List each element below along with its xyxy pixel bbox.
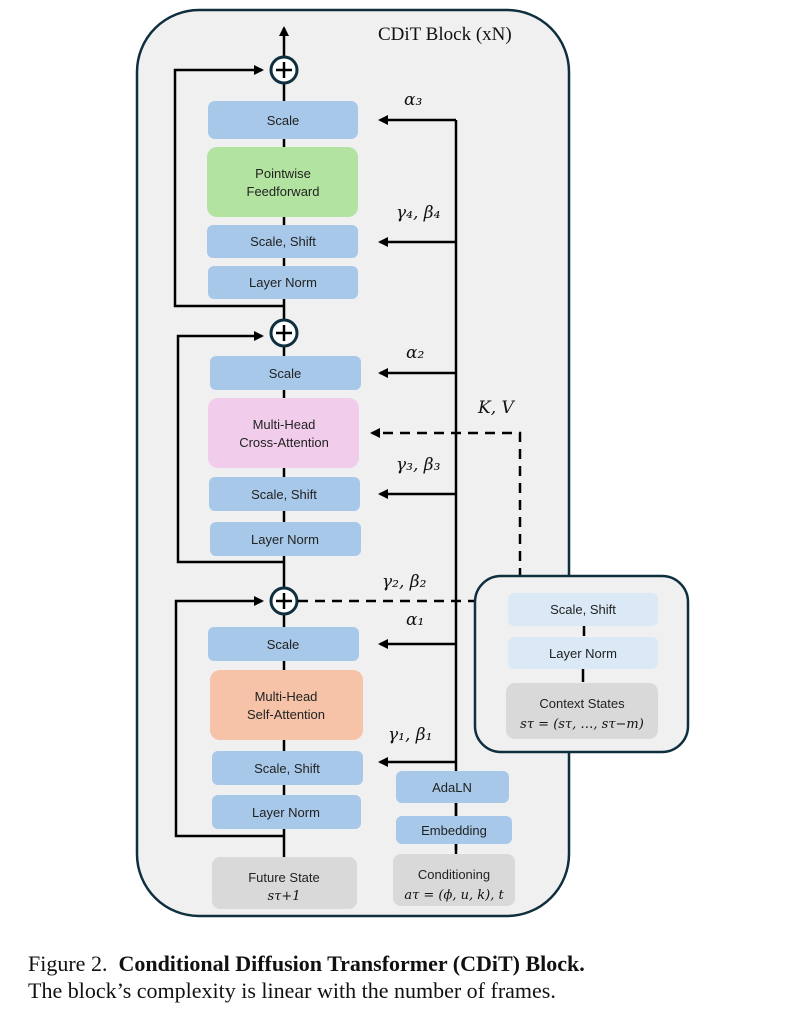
gamma2-beta2-label: γ₂, β₂ [382, 572, 427, 592]
self-attn-scale-shift-box: Scale, Shift [212, 751, 363, 785]
add-node-1 [269, 586, 299, 616]
residual-path-2 [176, 331, 284, 564]
cross-attn-layer-norm-box: Layer Norm [210, 522, 361, 556]
gamma4-beta4-label: γ₄, β₄ [396, 203, 441, 223]
svg-text:Scale, Shift: Scale, Shift [251, 487, 317, 502]
conditioning-box: Conditioning aτ = (ϕ, u, k), t [393, 854, 515, 906]
svg-text:Layer Norm: Layer Norm [249, 275, 317, 290]
svg-text:Layer Norm: Layer Norm [251, 532, 319, 547]
self-attn-layer-norm-box: Layer Norm [212, 795, 361, 829]
caption-title: Conditional Diffusion Transformer (CDiT)… [118, 951, 585, 976]
svg-text:Embedding: Embedding [421, 823, 487, 838]
block-title: CDiT Block (xN) [378, 24, 512, 45]
svg-text:sτ+1: sτ+1 [267, 889, 300, 904]
svg-text:Multi-Head: Multi-Head [255, 689, 318, 704]
alpha1-label: α₁ [406, 610, 424, 630]
svg-text:Scale, Shift: Scale, Shift [254, 761, 320, 776]
svg-text:Conditioning: Conditioning [418, 867, 490, 882]
cross-attn-scale-box: Scale [210, 356, 361, 390]
svg-text:Cross-Attention: Cross-Attention [239, 435, 329, 450]
cdit-block-diagram: CDiT Block (xN) Scale Pointwise Fe [135, 8, 690, 918]
svg-text:Scale, Shift: Scale, Shift [250, 234, 316, 249]
context-scale-shift-box: Scale, Shift [508, 593, 658, 626]
alpha3-label: α₃ [404, 90, 422, 110]
residual-path-3 [173, 65, 284, 308]
caption-body: The block’s complexity is linear with th… [28, 978, 556, 1003]
svg-text:AdaLN: AdaLN [432, 780, 472, 795]
figure-caption: Figure 2. Conditional Diffusion Transfor… [28, 950, 788, 1004]
add-node-2 [269, 318, 299, 348]
svg-text:aτ = (ϕ, u, k), t: aτ = (ϕ, u, k), t [404, 888, 504, 903]
context-layer-norm-box: Layer Norm [508, 637, 658, 669]
svg-text:Scale, Shift: Scale, Shift [550, 602, 616, 617]
gamma3-beta3-label: γ₃, β₃ [396, 455, 441, 475]
kv-label: K, V [477, 398, 516, 418]
svg-text:Context States: Context States [539, 696, 625, 711]
caption-prefix: Figure 2. [28, 951, 108, 976]
svg-text:Layer Norm: Layer Norm [252, 805, 320, 820]
svg-text:Layer Norm: Layer Norm [549, 646, 617, 661]
gamma1-beta1-label: γ₁, β₁ [388, 725, 432, 745]
adaln-box: AdaLN [396, 771, 509, 803]
svg-text:Scale: Scale [267, 113, 300, 128]
ffn-scale-shift-box: Scale, Shift [207, 225, 358, 258]
context-states-box: Context States sτ = (sτ, …, sτ−m) [506, 683, 658, 739]
alpha2-label: α₂ [406, 343, 424, 363]
svg-text:sτ = (sτ, …, sτ−m): sτ = (sτ, …, sτ−m) [520, 717, 644, 732]
ffn-scale-box: Scale [208, 101, 358, 139]
multi-head-cross-attention-box: Multi-Head Cross-Attention [208, 398, 359, 468]
embedding-box: Embedding [396, 816, 512, 844]
svg-text:Feedforward: Feedforward [247, 184, 320, 199]
svg-text:Future State: Future State [248, 870, 320, 885]
self-attn-scale-box: Scale [208, 627, 359, 661]
svg-text:Scale: Scale [267, 637, 300, 652]
kv-dashed-path [370, 428, 522, 578]
cross-attn-scale-shift-box: Scale, Shift [209, 477, 360, 511]
svg-text:Multi-Head: Multi-Head [253, 417, 316, 432]
multi-head-self-attention-box: Multi-Head Self-Attention [210, 670, 363, 740]
pointwise-feedforward-box: Pointwise Feedforward [207, 147, 358, 217]
add-node-3 [269, 55, 299, 85]
ffn-layer-norm-box: Layer Norm [208, 266, 358, 299]
svg-text:Pointwise: Pointwise [255, 166, 311, 181]
residual-path-1 [174, 596, 284, 838]
future-state-box: Future State sτ+1 [212, 857, 357, 909]
svg-text:Scale: Scale [269, 366, 302, 381]
svg-text:Self-Attention: Self-Attention [247, 707, 325, 722]
